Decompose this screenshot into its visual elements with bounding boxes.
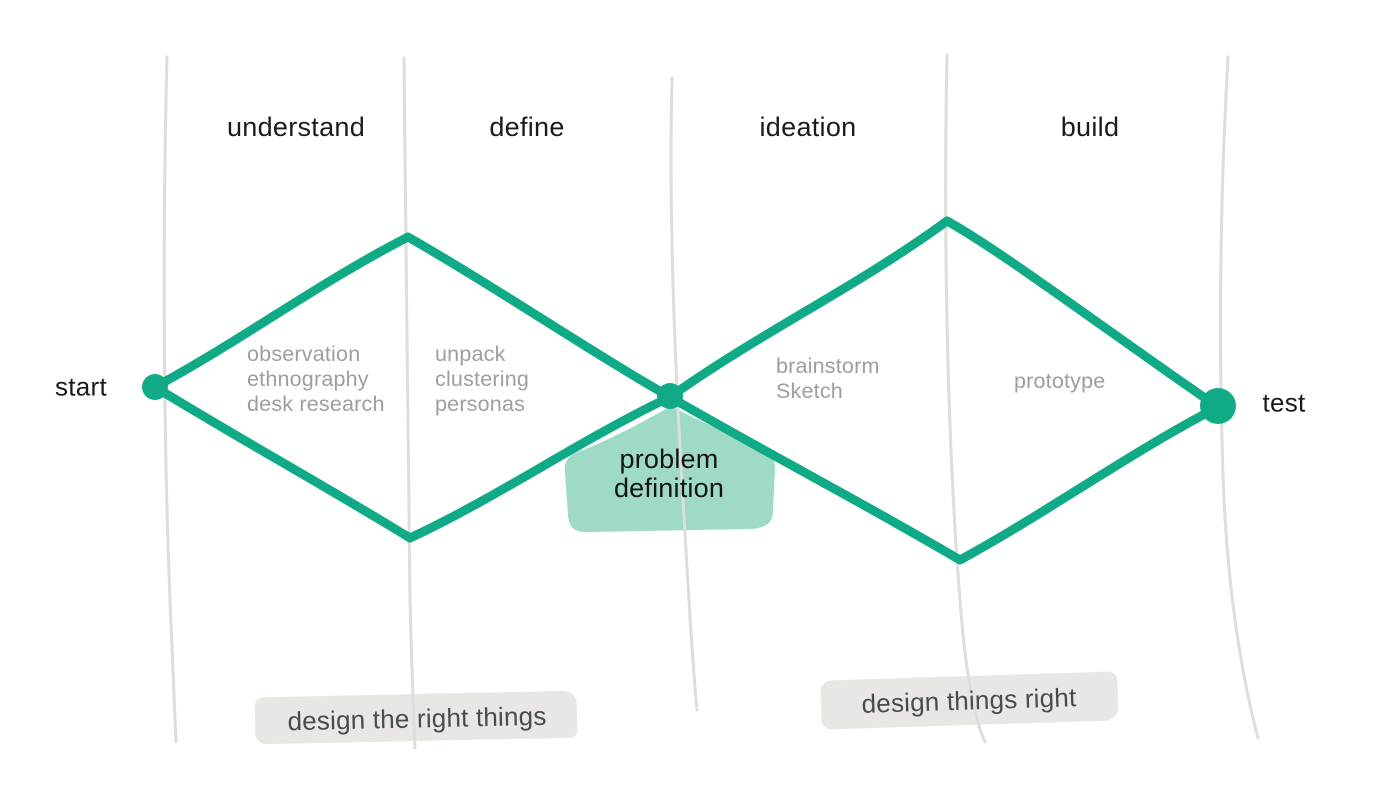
method-item: clustering [435, 367, 530, 391]
method-item: prototype [1014, 369, 1106, 393]
divider-line-5 [1219, 55, 1260, 740]
problem-definition-label: problem definition [614, 445, 724, 503]
right-diamond-outline [665, 216, 1223, 565]
method-item: Sketch [776, 379, 843, 403]
divider-line-1 [162, 55, 178, 744]
methods-ideation: brainstorm Sketch [776, 354, 880, 404]
phase-label-understand: understand [226, 112, 366, 142]
method-item: personas [435, 392, 526, 416]
banner-left-label: design the right things [287, 700, 547, 737]
start-label: start [54, 371, 108, 402]
problem-definition-line1: problem [619, 444, 719, 474]
center-node-dot [657, 383, 683, 409]
test-label: test [1262, 387, 1306, 418]
phase-label-define: define [489, 112, 565, 142]
methods-define: unpack clustering personas [435, 342, 529, 417]
methods-understand: observation ethnography desk research [247, 342, 385, 417]
method-item: ethnography [247, 367, 369, 391]
divider-line-4 [944, 53, 987, 744]
method-item: desk research [247, 392, 385, 416]
phase-label-ideation: ideation [759, 112, 857, 142]
left-diamond-outline [150, 232, 675, 543]
divider-line-3 [669, 76, 699, 712]
method-item: brainstorm [776, 354, 880, 378]
method-item: observation [247, 342, 361, 366]
methods-build: prototype [1014, 369, 1105, 394]
test-node-dot [1200, 388, 1236, 424]
start-node-dot [142, 374, 168, 400]
problem-definition-line2: definition [613, 473, 725, 503]
divider-line-2 [402, 56, 417, 750]
phase-label-build: build [1060, 112, 1120, 142]
method-item: unpack [435, 342, 506, 366]
